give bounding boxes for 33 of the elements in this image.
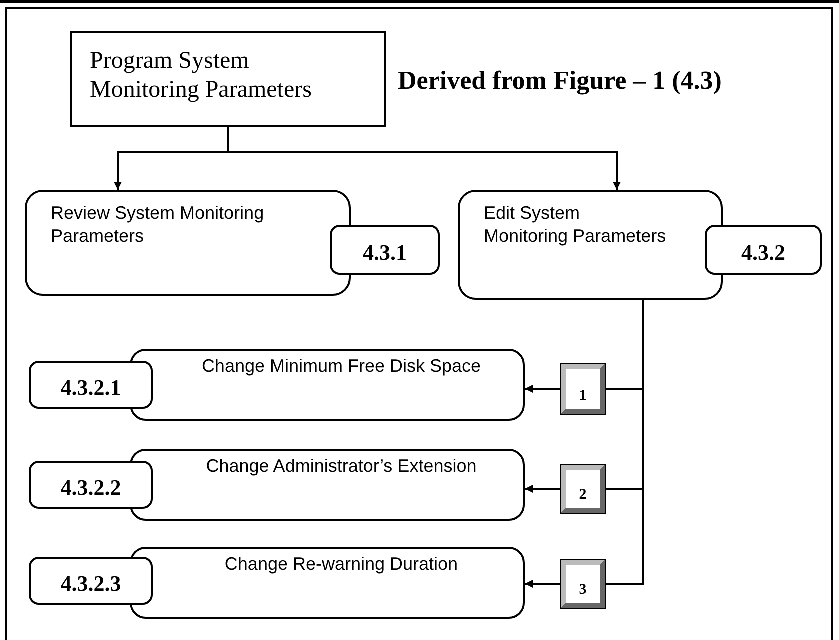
diagram-title: Derived from Figure – 1 (4.3) [398,66,722,96]
node-text: 1 [579,388,587,405]
arrow [525,385,561,393]
rounded-process-box [25,190,351,296]
node-text: 4.3.2.2 [60,475,122,501]
rounded-process-box [458,190,723,300]
arrow [525,485,561,493]
node-text: 4.3.2.3 [60,571,122,597]
numbered-key [561,560,605,608]
reference-number-tag [29,461,153,509]
node-text: 4.3.2.1 [60,375,122,401]
reference-number-tag [29,361,153,409]
node-text: 3 [579,582,587,599]
node-text: Program System Monitoring Parameters [90,47,313,105]
node-text: 4.3.1 [363,240,407,266]
connector-line [605,300,644,585]
process-box [70,31,386,127]
arrow [525,580,561,588]
reference-number-tag [330,225,440,275]
node-text: Review System Monitoring Parameters [51,202,266,248]
rounded-process-box [130,449,525,521]
node-text: 2 [579,487,587,504]
node-text: Change Re-warning Duration [224,553,458,576]
reference-number-tag [705,225,822,275]
numbered-key [561,364,605,414]
node-text: Change Administrator’s Extension [206,455,477,478]
rounded-process-box [130,547,525,619]
node-text: 4.3.2 [742,240,786,266]
numbered-key [561,465,605,513]
rounded-process-box [130,349,525,421]
node-text: Change Minimum Free Disk Space [202,355,482,378]
reference-number-tag [29,557,153,605]
node-text: Edit System Monitoring Parameters [484,202,667,248]
